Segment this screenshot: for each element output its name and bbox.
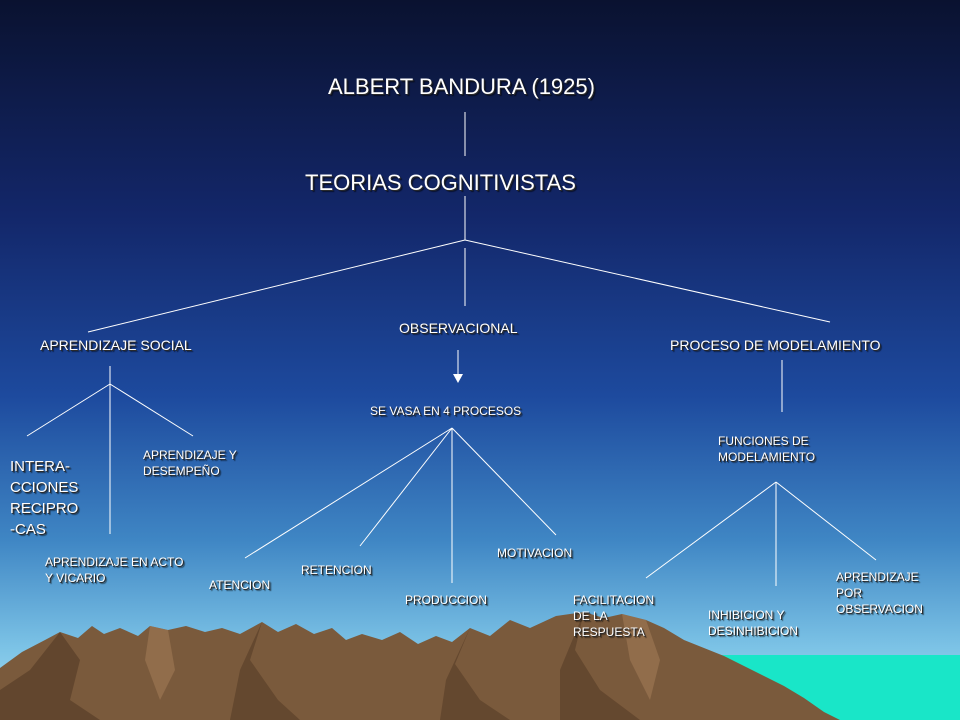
node-inhibicion: INHIBICION Y DESINHIBICION [708, 607, 798, 639]
node-line: Y VICARIO [45, 571, 106, 585]
connector-obs-motivacion [451, 427, 557, 536]
arrowhead-down [453, 374, 463, 383]
node-acto-vicario: APRENDIZAJE EN ACTO Y VICARIO [45, 554, 183, 586]
node-line: -CAS [10, 521, 46, 538]
mountain-highlight [622, 614, 660, 700]
node-facilitacion: FACILITACION DE LA RESPUESTA [573, 592, 654, 640]
node-atencion: ATENCION [209, 578, 271, 592]
node-line: MODELAMIENTO [718, 450, 816, 464]
connector-obs-retencion [359, 427, 453, 547]
branch-social: APRENDIZAJE SOCIAL [40, 337, 192, 353]
branch-modelamiento: PROCESO DE MODELAMIENTO [670, 337, 881, 353]
node-line: INHIBICION Y [708, 608, 785, 622]
connector-hub-social [87, 239, 466, 333]
node-line: APRENDIZAJE [836, 570, 919, 584]
node-retencion: RETENCION [301, 563, 372, 577]
node-line: DESINHIBICION [708, 624, 799, 638]
node-motivacion: MOTIVACION [497, 546, 573, 560]
node-line: DESEMPEÑO [143, 464, 220, 478]
node-line: CCIONES [10, 479, 79, 496]
node-line: APRENDIZAJE EN ACTO [45, 555, 184, 569]
node-line: APRENDIZAJE Y [143, 448, 237, 462]
connector-mod-facilitacion [645, 481, 777, 579]
node-line: DE LA [573, 609, 608, 623]
node-produccion: PRODUCCION [405, 593, 488, 607]
node-line: RESPUESTA [573, 625, 645, 639]
node-line: POR [836, 586, 863, 600]
node-funciones: FUNCIONES DE MODELAMIENTO [718, 433, 815, 465]
title: ALBERT BANDURA (1925) [328, 74, 595, 99]
mountain-shadow [230, 622, 300, 720]
branch-observacional: OBSERVACIONAL [399, 320, 518, 336]
connector-social-interacciones [26, 383, 111, 437]
mountain-shadow [0, 632, 100, 720]
node-line: FACILITACION [573, 593, 655, 607]
node-line: FUNCIONES DE [718, 434, 809, 448]
node-desempeno: APRENDIZAJE Y DESEMPEÑO [143, 447, 237, 479]
mountain-shadow [440, 628, 510, 720]
subtitle: TEORIAS COGNITIVISTAS [305, 170, 576, 195]
connector-obs-atencion [244, 427, 453, 559]
mountain-shadow [560, 612, 640, 720]
connector-mod-observacion [775, 481, 877, 561]
node-line: RECIPRO [10, 500, 79, 517]
node-interacciones: INTERA- CCIONES RECIPRO -CAS [10, 456, 78, 540]
connector-social-desempeno [109, 383, 194, 437]
node-line: INTERA- [10, 458, 70, 475]
node-header-procesos: SE VASA EN 4 PROCESOS [370, 404, 522, 418]
mountain-highlight [145, 626, 175, 700]
node-aprendizaje-observacion: APRENDIZAJE POR OBSERVACION [836, 569, 923, 617]
node-line: OBSERVACION [836, 602, 923, 616]
connector-hub-modelamiento [464, 239, 831, 323]
